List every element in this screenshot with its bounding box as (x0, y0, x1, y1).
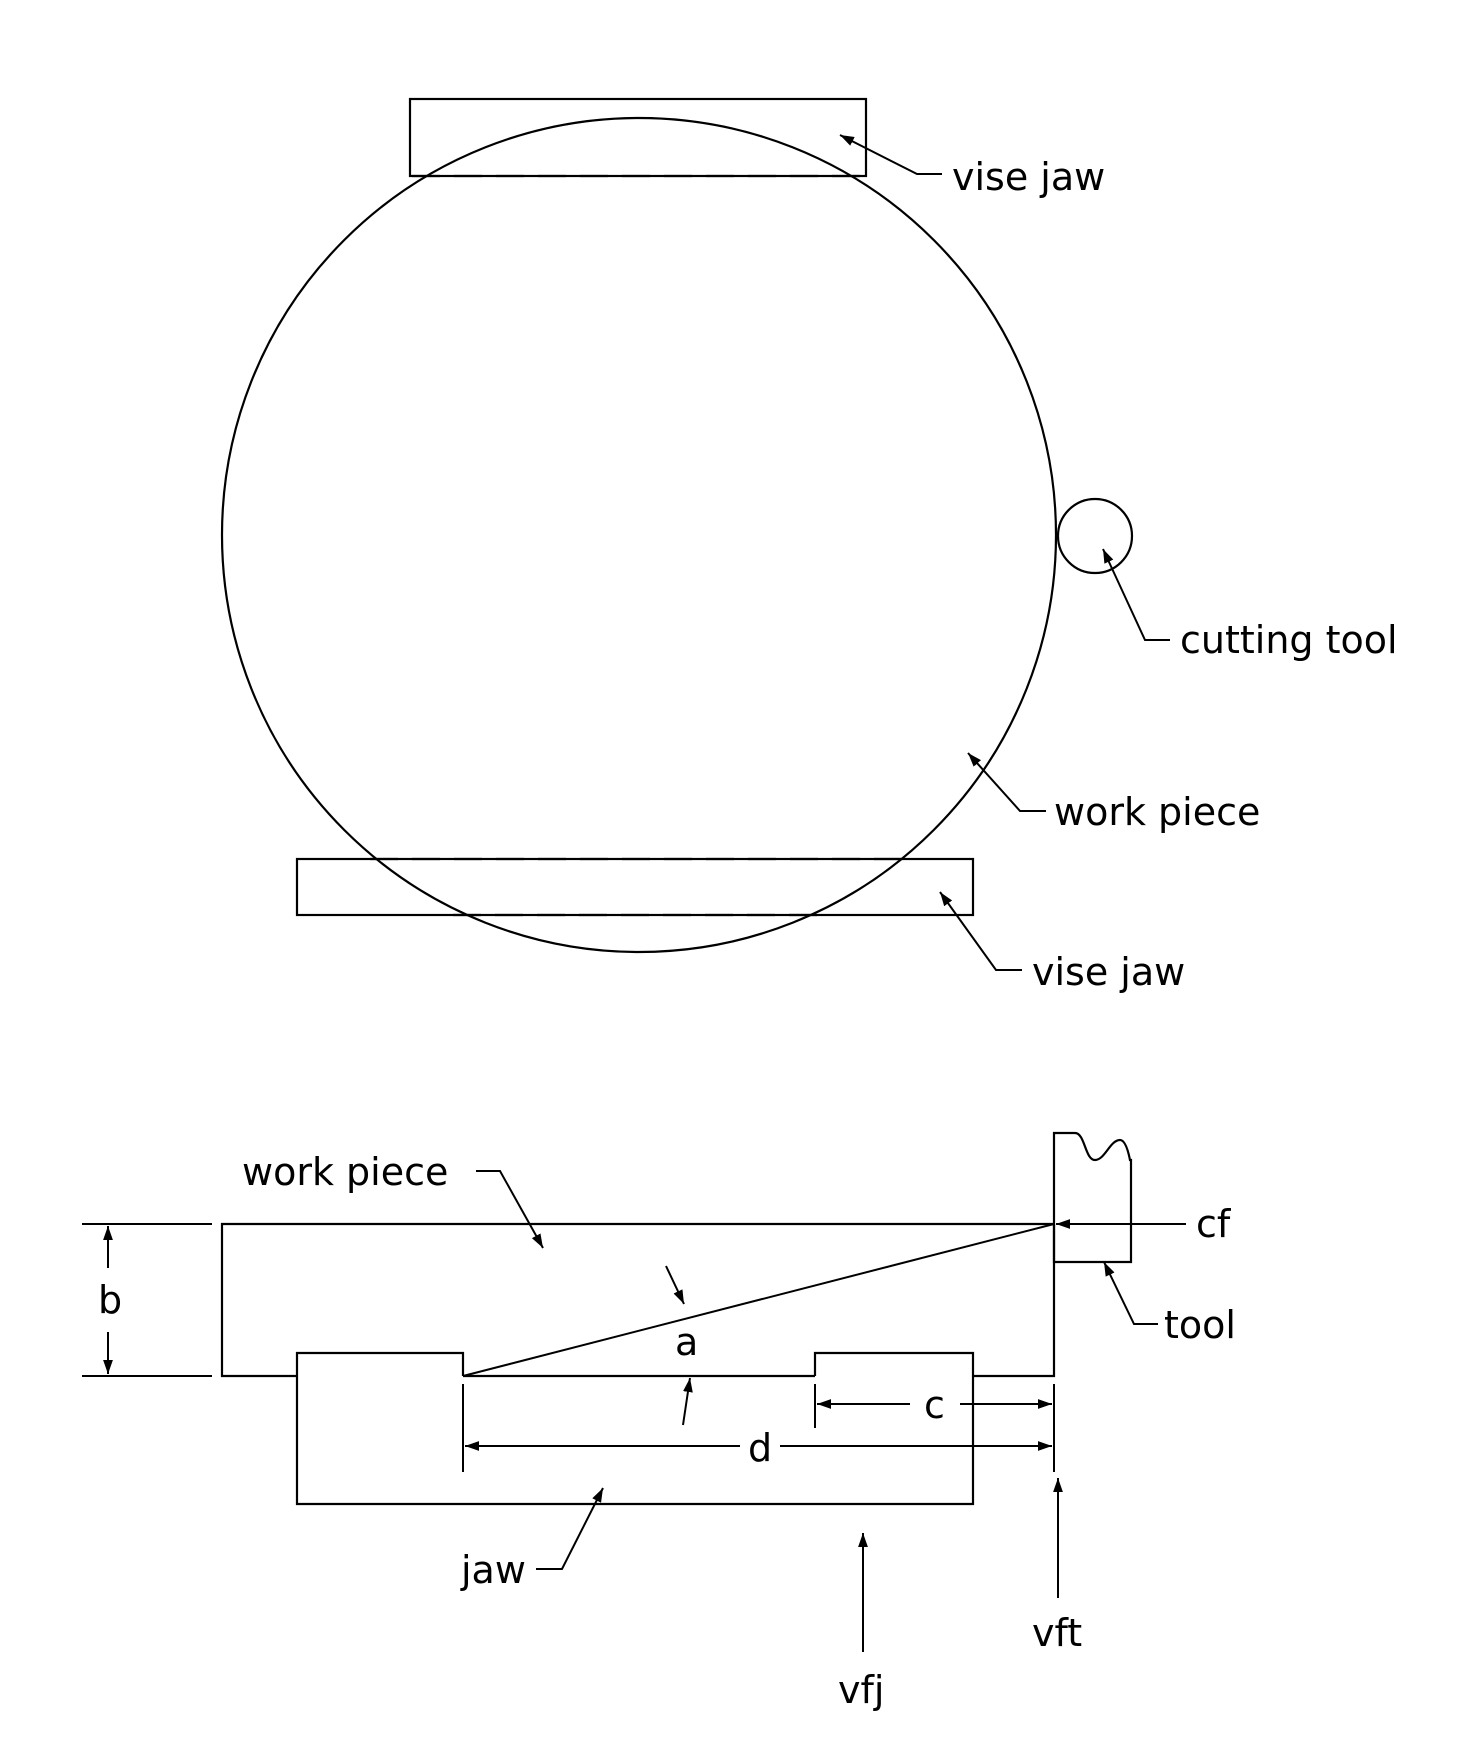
leader-tool (1103, 1261, 1158, 1325)
label-c: c (924, 1383, 945, 1427)
label-a: a (675, 1320, 698, 1364)
top-vise-jaw (408, 97, 868, 178)
leader-cutting-tool (1102, 548, 1170, 641)
side-view: b a c d cf work piece tool jaw vft vfj (82, 1131, 1236, 1712)
angle-a-arrow-top (665, 1265, 685, 1305)
label-b: b (98, 1278, 122, 1322)
label-tool: tool (1164, 1303, 1236, 1347)
label-vise-jaw-bottom: vise jaw (1032, 950, 1185, 994)
leader-vise-jaw-bottom (939, 891, 1022, 971)
side-work-piece-right (973, 1224, 1056, 1378)
leader-jaw (536, 1487, 604, 1570)
label-cutting-tool: cutting tool (1180, 618, 1398, 662)
label-work-piece-side: work piece (242, 1150, 448, 1194)
side-tool (1052, 1131, 1133, 1264)
leader-work-piece-top (967, 752, 1046, 812)
angle-line (462, 1223, 1055, 1377)
cutting-tool-circle (1056, 497, 1134, 575)
work-piece-circle (220, 116, 1058, 954)
label-vise-jaw-top: vise jaw (952, 155, 1105, 199)
top-view: vise jaw cutting tool work piece vise ja… (220, 97, 1398, 994)
label-cf: cf (1196, 1202, 1232, 1246)
label-work-piece-top: work piece (1054, 790, 1260, 834)
label-jaw: jaw (460, 1548, 526, 1592)
angle-a-arrow-bottom (682, 1377, 693, 1426)
label-vfj: vfj (838, 1668, 884, 1712)
bottom-vise-jaw (295, 857, 975, 917)
side-jaw-outline (295, 1351, 975, 1506)
label-vft: vft (1032, 1611, 1082, 1655)
leader-work-piece-side (476, 1170, 544, 1249)
label-d: d (748, 1426, 772, 1470)
side-work-piece-outline (220, 1222, 1054, 1378)
leader-vise-jaw-top (839, 134, 942, 175)
